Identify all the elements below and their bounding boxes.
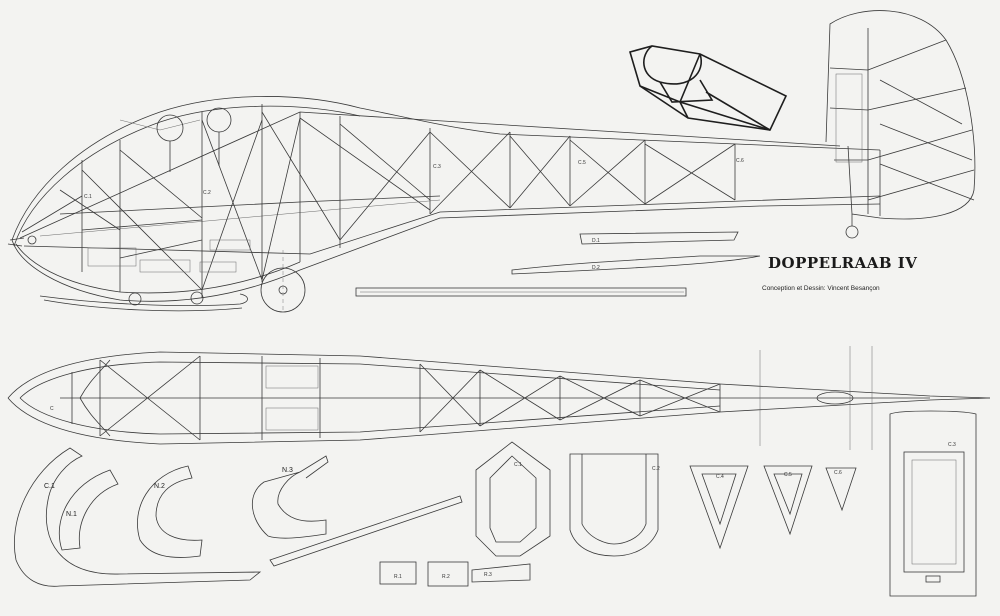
label-c1-frame: C.1 bbox=[514, 462, 522, 468]
label-c6: C.6 bbox=[736, 158, 744, 164]
former-c2-frame: C.2 bbox=[569, 453, 660, 557]
formers-bottom: C.1 N.1 N.2 N.3 bbox=[14, 447, 463, 587]
label-d2: D.2 bbox=[592, 265, 600, 271]
label-c3-panel: C.3 bbox=[948, 442, 956, 448]
label-n1: N.1 bbox=[66, 511, 77, 518]
label-c1-former: C.1 bbox=[44, 483, 55, 490]
label-d1: D.1 bbox=[592, 238, 600, 244]
label-r1: R.1 bbox=[394, 574, 402, 580]
part-d1-d2: D.1 D.2 bbox=[511, 231, 761, 275]
canopy-drawing bbox=[629, 45, 788, 131]
credit: Conception et Dessin: Vincent Besançon bbox=[762, 285, 880, 292]
label-c6-tri: C.6 bbox=[834, 470, 842, 476]
side-view-fuselage: C.1 C.2 C.3 C.5 C.6 bbox=[7, 96, 881, 313]
title-block: DOPPELRAAB IV Conception et Dessin: Vinc… bbox=[762, 254, 917, 292]
label-c2-frame: C.2 bbox=[652, 466, 660, 472]
boom-strip bbox=[355, 287, 687, 297]
label-n2: N.2 bbox=[154, 483, 165, 490]
label-c5-tri: C.5 bbox=[784, 472, 792, 478]
label-c4-tri: C.4 bbox=[716, 474, 724, 480]
triangle-formers: C.4 C.5 C.6 bbox=[689, 465, 857, 550]
floor-panel: C.3 bbox=[889, 410, 977, 597]
top-view-fuselage: C bbox=[7, 346, 991, 450]
label-c3: C.3 bbox=[433, 164, 441, 170]
label-c1: C.1 bbox=[84, 194, 92, 200]
label-r3: R.3 bbox=[484, 572, 492, 578]
label-n3: N.3 bbox=[282, 467, 293, 474]
label-r2: R.2 bbox=[442, 574, 450, 580]
label-c-top: C bbox=[50, 406, 54, 412]
small-parts-r: R.1 R.2 R.3 bbox=[379, 561, 531, 587]
label-c5: C.5 bbox=[578, 160, 586, 166]
title: DOPPELRAAB IV bbox=[768, 254, 917, 272]
former-c1-frame: C.1 bbox=[475, 441, 551, 557]
label-c2: C.2 bbox=[203, 190, 211, 196]
fin-rudder bbox=[825, 10, 976, 239]
